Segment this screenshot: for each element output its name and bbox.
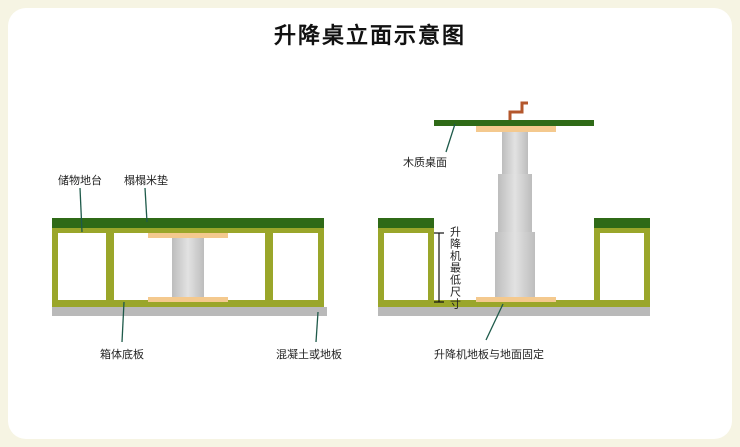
right-base-plate <box>476 297 556 302</box>
left-base-plate <box>148 297 228 302</box>
left-box-bottom <box>52 300 324 307</box>
left-ground-slab <box>52 307 327 316</box>
lift-column-middle <box>498 174 532 232</box>
left-wall-3 <box>265 228 273 302</box>
leader-fixed-note <box>485 303 504 341</box>
right-ground-slab <box>378 307 650 316</box>
right-wall-3 <box>594 228 600 302</box>
label-concrete-floor: 混凝土或地板 <box>276 347 342 361</box>
leader-concrete-floor <box>315 311 319 343</box>
left-lift-column <box>172 238 204 298</box>
desktop-pad <box>476 126 556 132</box>
leader-tatami-pad <box>144 187 148 223</box>
label-wood-desktop: 木质桌面 <box>403 156 447 169</box>
leader-box-bottom <box>121 301 125 343</box>
label-fixed-note: 升降机地板与地面固定 <box>434 347 544 361</box>
diagram-title: 升降桌立面示意图 <box>273 24 466 49</box>
lift-column-bottom <box>495 232 535 298</box>
left-tatami-pad <box>148 233 228 238</box>
right-right-beam <box>594 228 650 233</box>
right-box-bottom <box>378 300 650 307</box>
left-platform-top <box>52 218 324 228</box>
left-wall-2 <box>106 228 114 302</box>
lift-column-top <box>502 132 528 174</box>
label-box-bottom: 箱体底板 <box>100 347 144 361</box>
wood-desktop <box>434 120 594 126</box>
label-storage-floor: 储物地台 <box>58 173 102 187</box>
label-min-height: 升降机最低尺寸 <box>449 226 462 310</box>
left-elevation: 储物地台 榻榻米垫 箱体底板 混凝土或地板 <box>52 173 342 361</box>
left-beam <box>52 228 324 233</box>
right-wall-2 <box>428 228 434 302</box>
left-wall-1 <box>52 228 58 302</box>
right-left-beam <box>378 228 434 233</box>
right-elevation: 木质桌面 升降机地板与地面固定 升降机最低尺寸 <box>378 101 650 361</box>
label-tatami-pad: 榻榻米垫 <box>124 173 168 187</box>
right-platform-right-top <box>594 218 650 228</box>
desktop-handle <box>508 101 528 120</box>
right-wall-4 <box>644 228 650 302</box>
leader-wood-desktop <box>445 123 456 153</box>
leader-storage-floor <box>79 187 83 233</box>
right-wall-1 <box>378 228 384 302</box>
left-wall-4 <box>318 228 324 302</box>
right-platform-left-top <box>378 218 434 228</box>
